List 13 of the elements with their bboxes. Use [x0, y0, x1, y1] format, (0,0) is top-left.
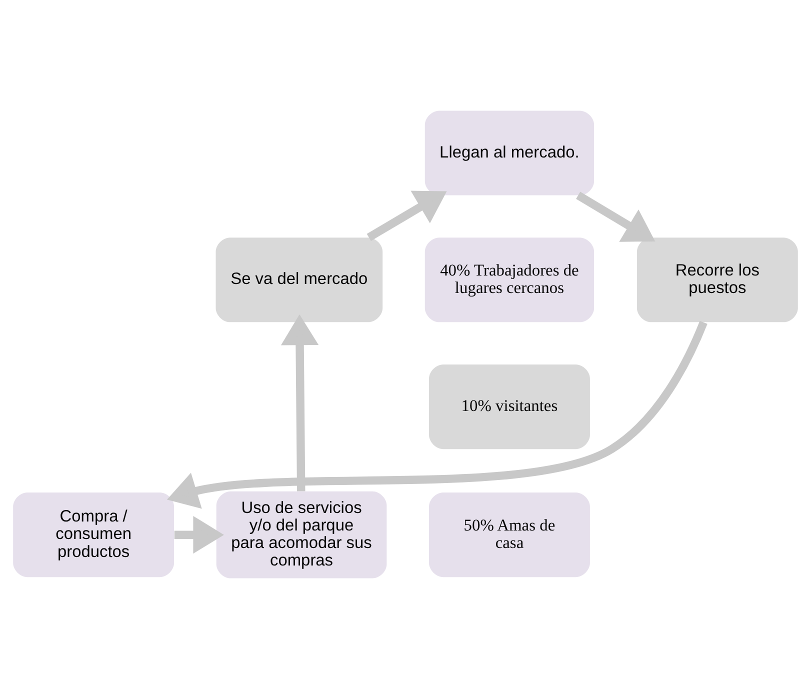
node-box: Recorre los puestos [636, 237, 798, 322]
node-box: 40% Trabajadores de lugares cercanos [424, 237, 594, 322]
node-box: Uso de servicios y/o del parque para acomodar sus compras [216, 490, 387, 578]
arrow [280, 314, 319, 491]
arrow [366, 190, 447, 240]
node-box: 10% visitantes [429, 364, 590, 449]
node-box: Llegan al mercado. [424, 110, 594, 195]
arrow [174, 515, 224, 554]
arrow [576, 191, 656, 242]
node-box: Se va del mercado [216, 237, 383, 322]
node-box: Compra / consumen productos [13, 492, 174, 577]
node-box: 50% Amas de casa [429, 492, 590, 577]
arrow [166, 320, 708, 508]
